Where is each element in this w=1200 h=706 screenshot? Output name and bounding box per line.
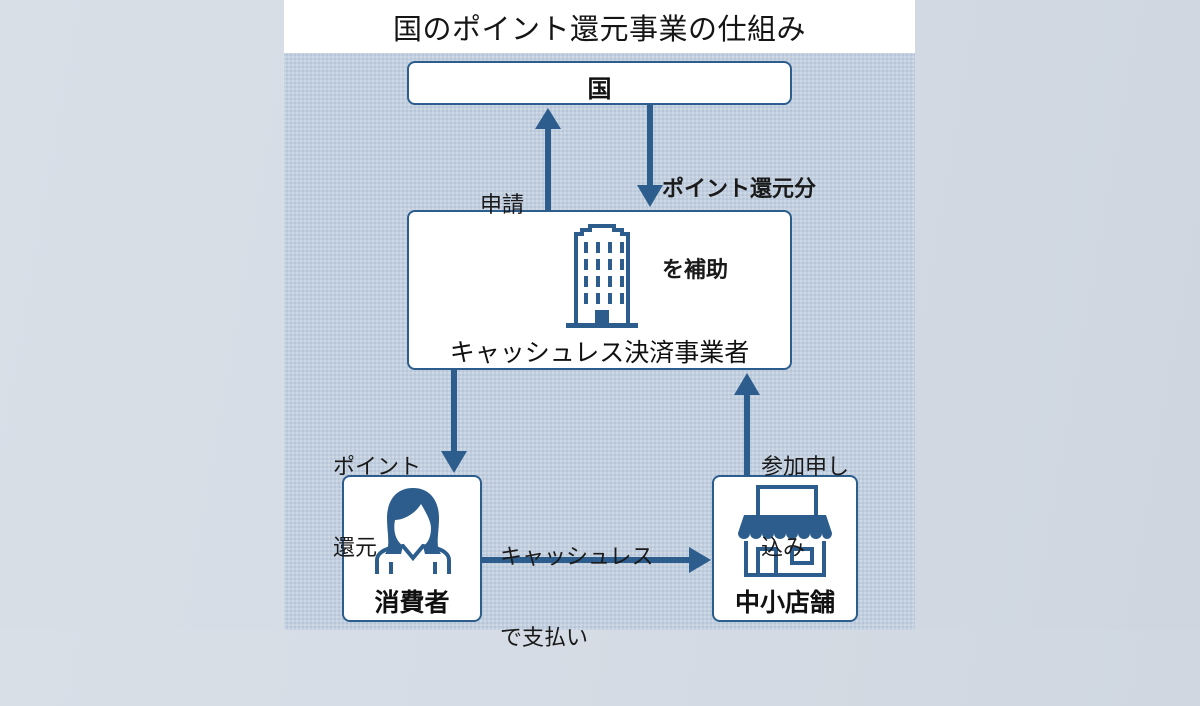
store-label: 中小店舗 (734, 588, 835, 617)
node-store: 中小店舗 (712, 475, 858, 622)
diagram-panel: 国のポイント還元事業の仕組み 国 (284, 0, 915, 651)
edge-label-subsidy: ポイント還元分 を補助 (662, 122, 816, 338)
consumer-label: 消費者 (374, 588, 450, 617)
arrow-participation (734, 373, 760, 475)
person-woman-icon (375, 488, 451, 574)
arrow-subsidy (637, 104, 663, 207)
government-label: 国 (587, 75, 612, 103)
storefront-icon (738, 485, 832, 577)
edge-label-participation: 参加申し 込み (761, 400, 849, 616)
payment-provider-label: キャッシュレス決済事業者 (449, 338, 750, 367)
edge-label-apply-line1: 申請 (480, 193, 525, 218)
node-consumer: 消費者 (342, 475, 482, 622)
edge-label-subsidy-line2: を補助 (662, 258, 729, 283)
edge-label-point-return: ポイント 還元 (333, 400, 421, 616)
edge-label-apply: 申請 (480, 138, 524, 273)
office-building-icon (566, 224, 638, 328)
title-band: 国のポイント還元事業の仕組み (284, 0, 915, 53)
arrow-cashless-payment (482, 547, 711, 573)
arrow-apply (535, 108, 561, 210)
diagram-title: 国のポイント還元事業の仕組み (392, 11, 806, 46)
edge-label-participation-line2: 込み (761, 536, 806, 561)
arrow-point-return (441, 370, 467, 473)
node-government: 国 (407, 61, 792, 105)
edge-label-point-return-line2: 還元 (333, 536, 378, 561)
edge-label-point-return-line1: ポイント (333, 455, 422, 480)
edge-label-cashless-payment: キャッシュレス で支払い (500, 490, 654, 706)
edge-label-subsidy-line1: ポイント還元分 (662, 177, 817, 202)
arrows-layer (441, 104, 760, 573)
edge-label-cashless-payment-line1: キャッシュレス (500, 545, 654, 570)
node-payment-provider: キャッシュレス決済事業者 (407, 210, 792, 370)
edge-label-participation-line1: 参加申し (761, 455, 850, 480)
edge-label-cashless-payment-line2: で支払い (500, 626, 589, 651)
